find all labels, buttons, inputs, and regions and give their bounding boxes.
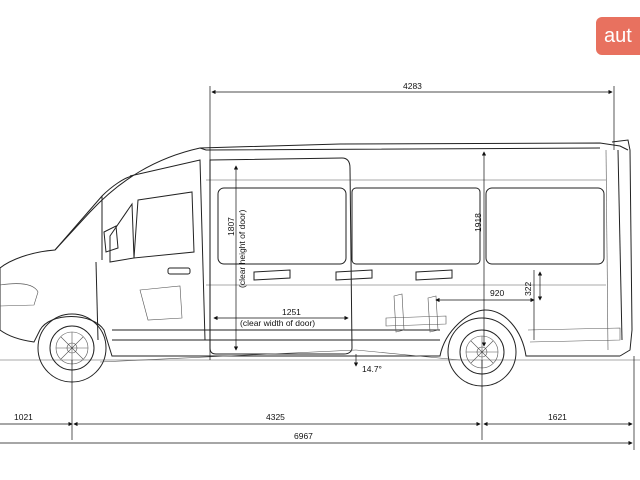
dimension-lines: [0, 86, 635, 450]
dim-total-length: 6967: [294, 431, 313, 441]
dim-door-width-note: (clear width of door): [240, 318, 315, 328]
dim-interior-height: 1918: [473, 213, 483, 232]
van-outline: [0, 139, 640, 361]
dim-door-width: 1251: [282, 307, 301, 317]
dim-front-overhang: 1021: [14, 412, 33, 422]
dim-load-length: 4283: [403, 81, 422, 91]
dim-step-width: 920: [490, 288, 504, 298]
watermark-logo: aut: [596, 17, 640, 55]
dim-step-height: 322: [523, 282, 533, 296]
dim-rear-overhang: 1621: [548, 412, 567, 422]
ramp-angle-lines: [99, 349, 461, 367]
dim-ramp-angle: 14.7°: [362, 364, 382, 374]
dim-wheelbase: 4325: [266, 412, 285, 422]
dim-door-height: 1807: [226, 217, 236, 236]
dim-door-height-note: (clear height of door): [237, 209, 247, 288]
